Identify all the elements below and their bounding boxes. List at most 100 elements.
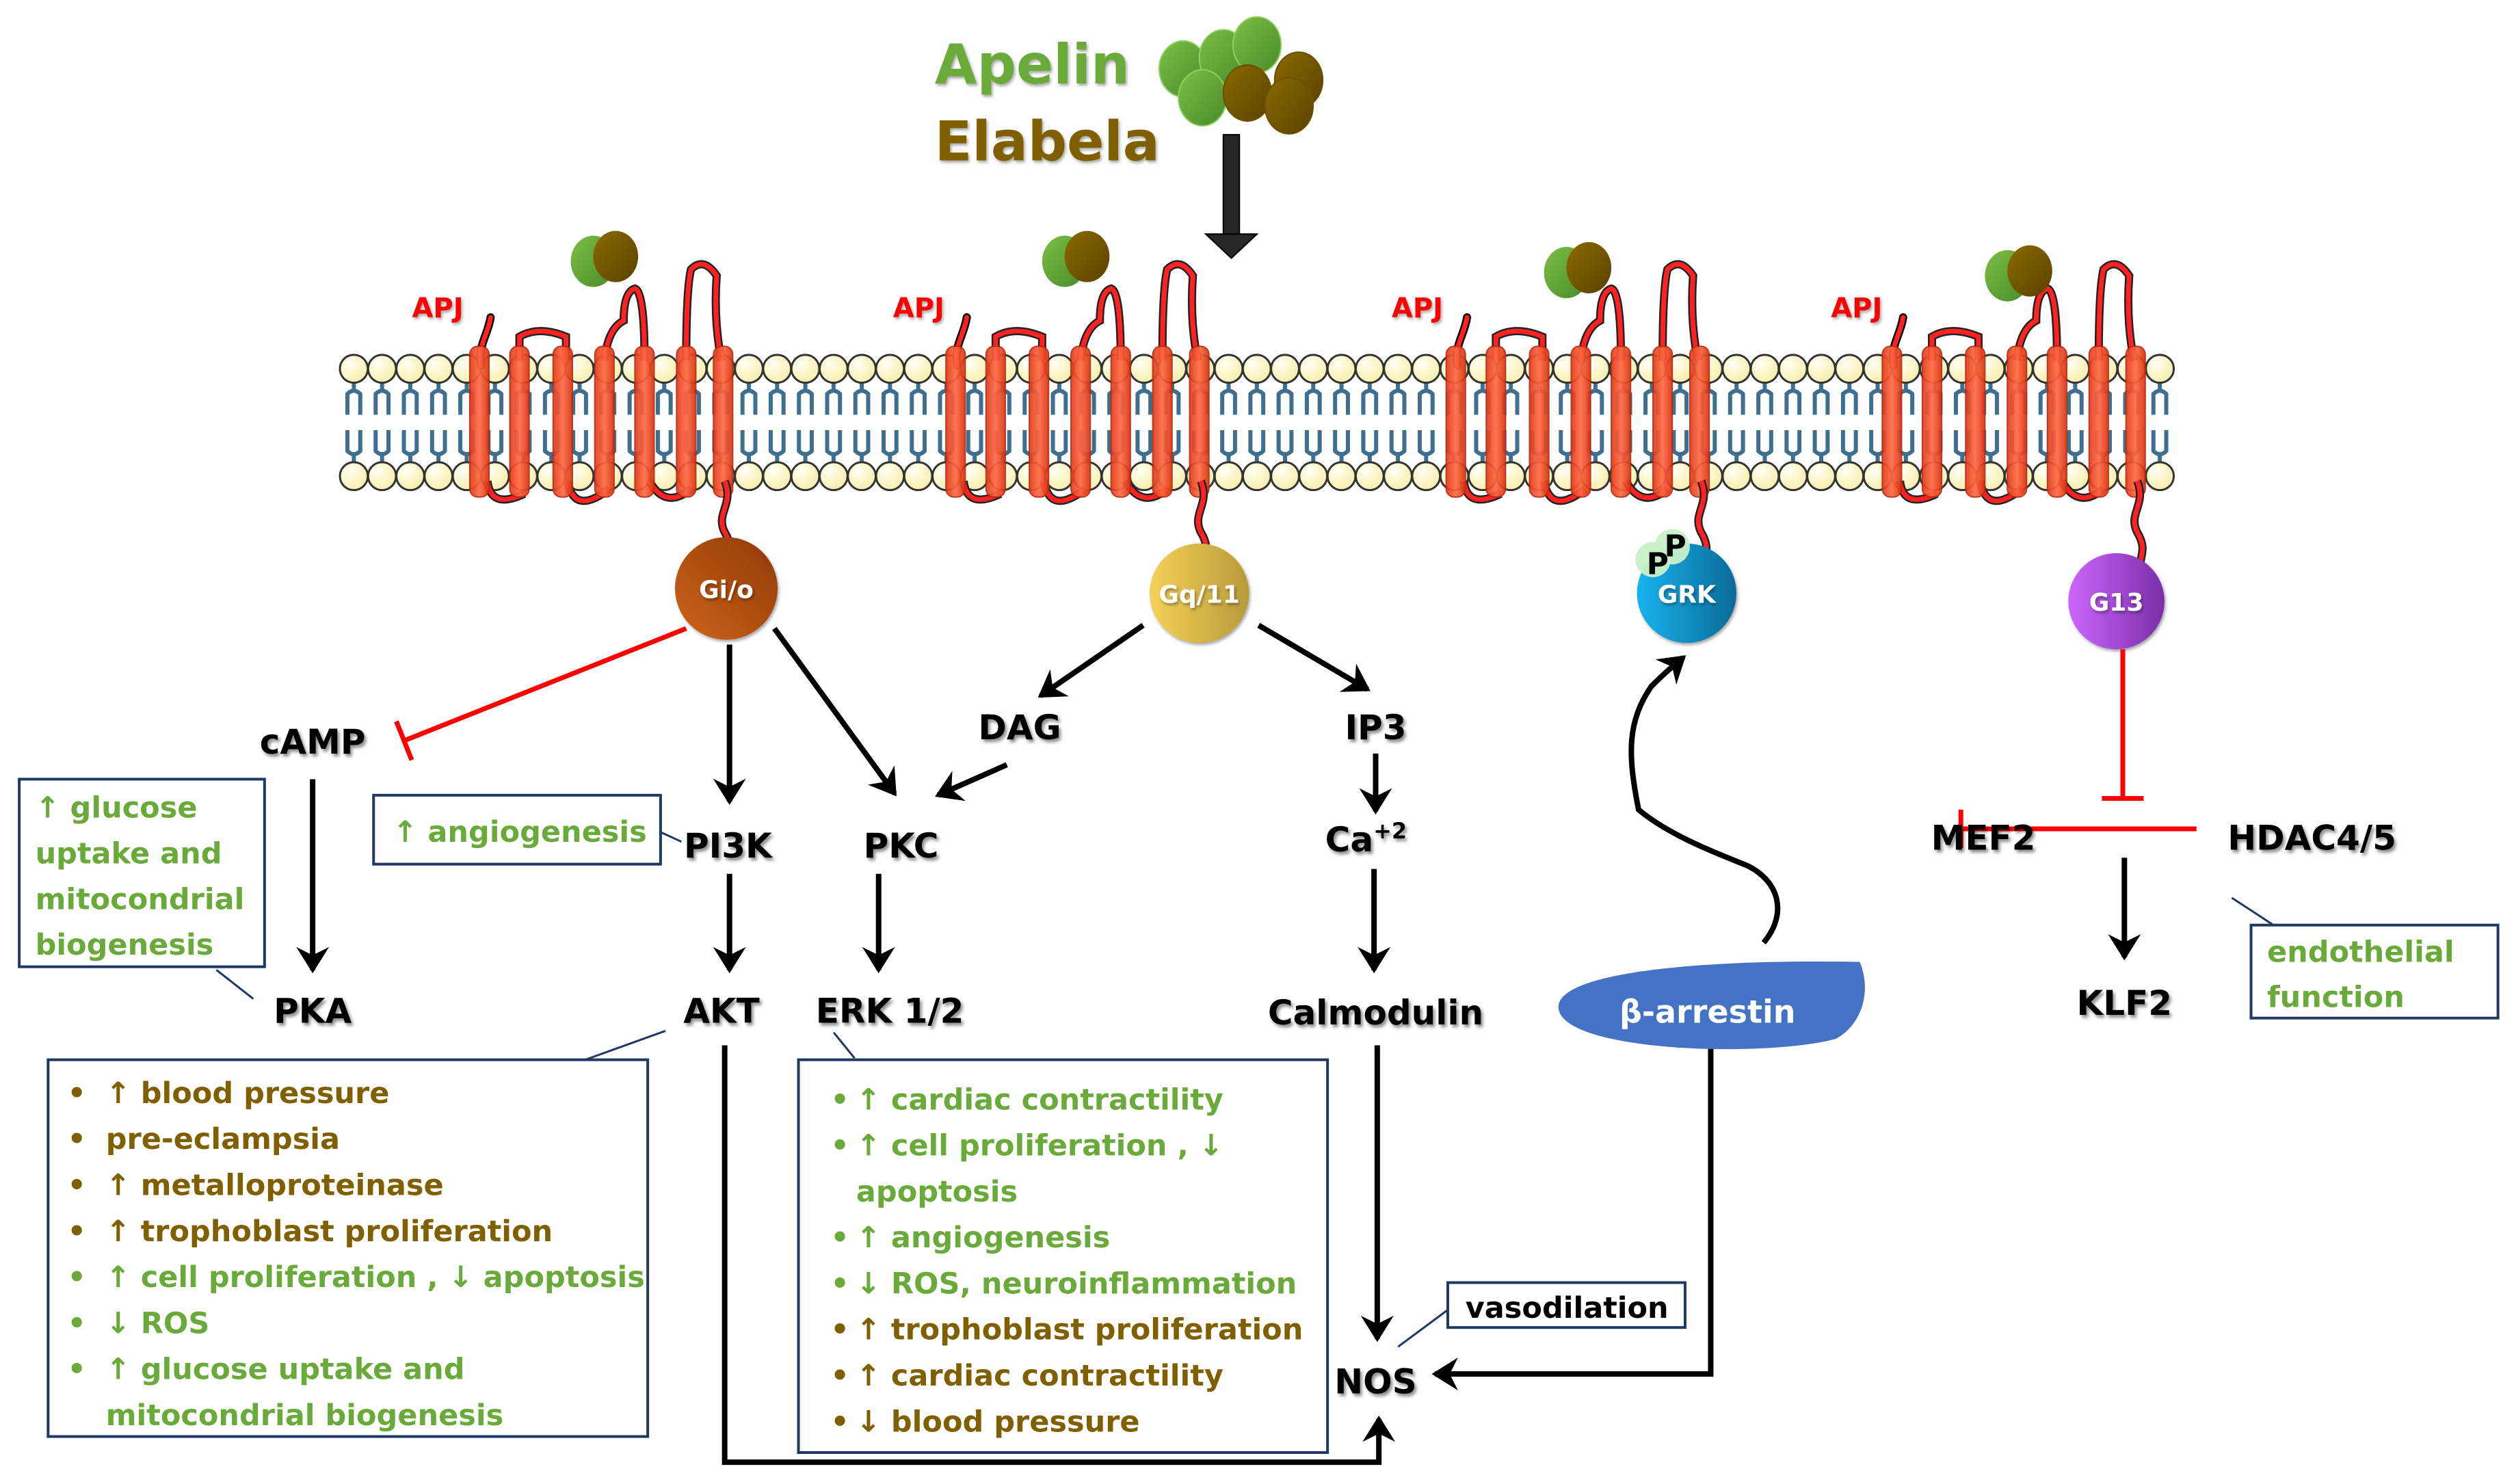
g13-protein-shape [2068,553,2165,650]
bullet: • [830,1359,849,1393]
apelin-peptide-icon [1232,16,1282,74]
akt-effects-box-line: ↑ glucose uptake and [106,1353,465,1387]
transmembrane-helix [594,345,615,498]
lipid-head [1241,354,1272,384]
phospholipid [1241,354,1272,492]
bullet: • [830,1129,849,1163]
lipid-head [1411,461,1442,492]
transmembrane-helix [1611,345,1632,498]
transmembrane-helix [1152,345,1173,498]
phospholipid [1721,354,1752,492]
transmembrane-helix [1189,345,1210,498]
arrow-head [1204,233,1259,259]
bound-elabela-icon [1064,230,1110,282]
receptor-loop [1929,328,1981,361]
transmembrane-helix [1965,345,1986,498]
lipid-head [1721,354,1752,384]
receptor-loop [1660,261,1701,362]
erk-effects-box-connector [832,1031,856,1059]
phospholipid [367,354,397,492]
lipid-head [367,461,397,492]
lipid-head [903,354,934,384]
node-nos: NOS [1334,1362,1416,1401]
lipid-head [1241,461,1272,492]
erk-effects-box-line: ↓ ROS, neuroinflammation [856,1267,1297,1301]
lipid-tail [429,382,447,462]
lipid-tail [1587,382,1604,462]
node-akt: AKT [683,992,760,1031]
phospholipid [1213,354,1244,492]
erk-effects-box-line: ↑ cell proliferation , ↓ [856,1129,1223,1163]
gio-protein-label: Gi/o [699,576,754,604]
lipid-tail [1756,382,1773,462]
lipid-tail [1671,382,1689,462]
bound-elabela-icon [593,230,639,282]
g13-protein: G13 [2068,553,2165,650]
lipid-head [734,461,764,492]
bullet: • [67,1353,85,1387]
phospholipid [818,354,849,492]
erk-effects-box-line: ↓ blood pressure [856,1405,1140,1439]
lipid-tail [1643,382,1660,462]
akt-to-nos [722,1045,1396,1466]
receptor-loop [2096,261,2136,362]
gq11-protein: Gq/11 [1149,543,1249,644]
pka-effects-box-connector [215,969,254,1000]
bullet: • [67,1260,85,1295]
pka-effects-box-line: biogenesis [36,928,214,962]
bound-elabela-icon [1566,242,1612,294]
lipid-head [1270,461,1300,492]
lipid-head [790,461,821,492]
transmembrane-helix [1689,345,1710,498]
lipid-head [1777,354,1808,384]
lipid-tail [1474,382,1492,462]
lipid-tail [1869,382,1886,462]
lipid-tail [1897,382,1915,462]
lipid-head [847,461,877,492]
gq11-protein-shape [1149,543,1249,644]
bullet: • [67,1215,85,1249]
lipid-tail [1784,382,1802,462]
gio-to-pkc [772,626,897,797]
transmembrane-helix [1445,345,1466,498]
lipid-tail [1502,382,1520,462]
lipid-tail [825,382,843,462]
lipid-head [818,461,849,492]
lipid-tail [1389,382,1407,462]
bullet: • [67,1169,85,1203]
apelin-label: Apelin [935,33,1130,96]
phospholipid [649,354,680,492]
lipid-tail [768,382,786,462]
beta-arrestin-shape [1558,962,1865,1050]
ca-base: Ca [1325,820,1373,860]
phospholipid [1354,354,1385,492]
lipid-head [339,461,369,492]
receptor-loop [683,261,724,362]
lipid-tail [401,382,419,462]
pka-effects-box-line: uptake and [36,836,222,871]
transmembrane-helix [634,345,655,498]
lipid-head [875,461,905,492]
pi3k-effects-box-line: ↑ angiogenesis [393,815,646,849]
receptor-loop [2014,286,2060,361]
gio-protein-shape [674,537,778,640]
lipid-tail [345,382,362,462]
lipid-head [367,354,397,384]
lipid-head [1298,461,1329,492]
transmembrane-helix [985,345,1006,498]
lipid-head [875,354,905,384]
lipid-head [395,354,425,384]
bound-elabela-icon [2007,245,2052,297]
lipid-head [818,354,849,384]
lipid-tail [910,382,927,462]
gq11-to-dag [1037,623,1145,698]
ligand-legend: Apelin Elabela [935,33,1160,174]
lipid-tail [881,382,899,462]
lipid-tail [740,382,758,462]
nos-effects-box-connector [1397,1309,1448,1348]
nos-effects-box: vasodilation [1397,1281,1686,1348]
lipid-tail [966,382,983,462]
